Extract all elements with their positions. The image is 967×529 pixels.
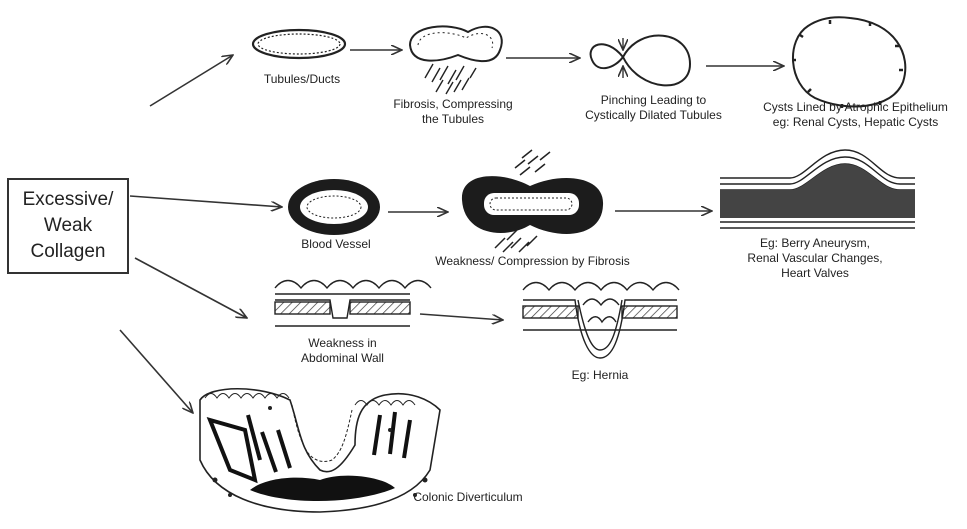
label-hernia: Eg: Hernia [555,368,645,383]
blood-vessel-illustration [288,179,380,235]
source-box-label: Excessive/ Weak Collagen [23,187,114,265]
tubule-illustration [253,30,345,58]
label-pinching-dilated: Pinching Leading to Cystically Dilated T… [566,93,741,123]
arrow-to-hernia-row [135,258,247,318]
excessive-weak-collagen-box: Excessive/ Weak Collagen [7,178,129,274]
label-weakness-abdominal-wall: Weakness in Abdominal Wall [280,336,405,366]
label-berry-aneurysm: Eg: Berry Aneurysm, Renal Vascular Chang… [720,236,910,281]
label-tubules-ducts: Tubules/Ducts [252,72,352,87]
arrow-to-cyst-row [150,55,233,106]
hernia-illustration [523,283,679,359]
fibrosis-compressing-tubule-illustration [410,26,502,94]
label-fibrosis-compressing: Fibrosis, Compressing the Tubules [378,97,528,127]
label-weakness-compression: Weakness/ Compression by Fibrosis [425,254,640,269]
label-colonic-diverticulum: Colonic Diverticulum [398,490,538,505]
arrow-to-vessel-row [130,196,282,207]
arrow-hernia-1-2 [420,314,503,320]
label-blood-vessel: Blood Vessel [286,237,386,252]
aneurysm-vessel-illustration [720,150,915,228]
pinched-tubule-illustration [591,36,690,86]
compressed-vessel-illustration [462,150,603,252]
abdominal-wall-illustration [275,281,431,327]
label-atrophic-cysts: Cysts Lined by Atrophic Epithelium eg: R… [748,100,963,130]
arrow-to-colon-row [120,330,193,413]
atrophic-cyst-illustration [792,17,905,108]
